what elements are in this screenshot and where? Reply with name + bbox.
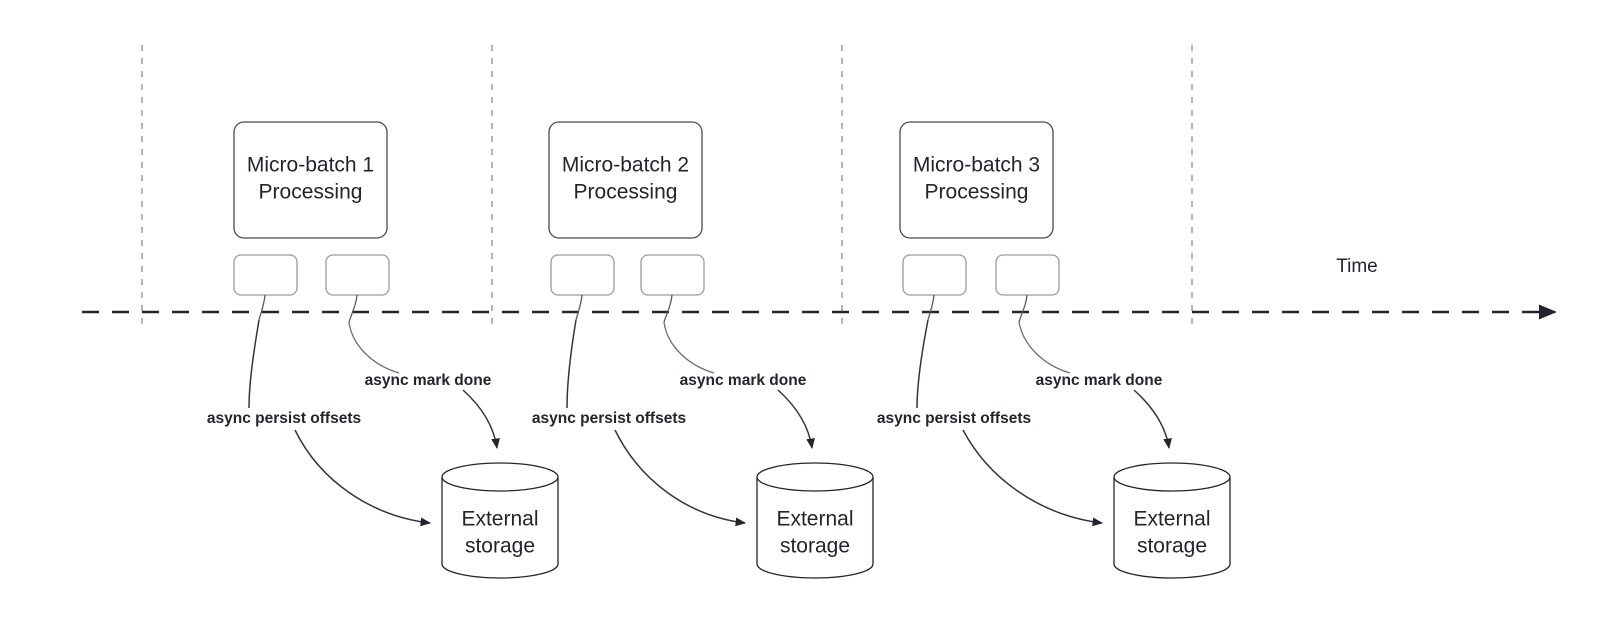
batch-2-mark-done-label: async mark done	[680, 372, 807, 389]
storage-1-label-line2: storage	[465, 535, 535, 558]
batch-group-3: Micro-batch 3 Processing async persist o…	[877, 121, 1231, 579]
batch-1-stub-left	[258, 294, 266, 321]
external-storage-3[interactable]: External storage	[1113, 462, 1231, 579]
batch-1-task-box-right[interactable]	[325, 254, 390, 296]
batch-3-stub-left	[927, 294, 935, 321]
micro-batch-1-box[interactable]	[233, 121, 388, 239]
batch-1-mark-done-label: async mark done	[365, 372, 492, 389]
gridlines	[141, 45, 1193, 330]
batch-3-task-box-right[interactable]	[995, 254, 1060, 296]
batch-2-persist-curve-upper	[566, 319, 577, 409]
batch-2-markdone-curve-lower	[777, 389, 815, 450]
storage-2-top	[756, 462, 874, 492]
batch-2-persist-offsets-label: async persist offsets	[532, 410, 686, 427]
micro-batch-3-box[interactable]	[899, 121, 1054, 239]
storage-3-top	[1113, 462, 1231, 492]
micro-batch-3-label-line1: Micro-batch 3	[913, 154, 1040, 177]
batch-3-stub-right	[1018, 294, 1028, 323]
batch-1-markdone-curve-upper	[348, 321, 400, 374]
batch-3-markdone-curve-upper	[1018, 321, 1071, 374]
batch-1-persist-curve-upper	[248, 319, 260, 409]
storage-3-body	[1113, 477, 1231, 579]
storage-3-label-line2: storage	[1137, 535, 1207, 558]
batch-1-markdone-curve-lower	[462, 389, 500, 450]
batch-2-stub-right	[663, 294, 673, 323]
batch-1-persist-offsets-label: async persist offsets	[207, 410, 361, 427]
storage-1-label-line1: External	[461, 508, 538, 531]
batch-1-persist-curve-lower	[294, 429, 432, 527]
batch-group-1: Micro-batch 1 Processing async persist o…	[207, 121, 559, 579]
micro-batch-2-box[interactable]	[548, 121, 703, 239]
batch-3-persist-curve-upper	[916, 319, 929, 409]
batch-1-stub-right	[348, 294, 358, 323]
storage-1-top	[441, 462, 559, 492]
batch-2-stub-left	[575, 294, 583, 321]
storage-2-label-line1: External	[776, 508, 853, 531]
micro-batch-1-label-line2: Processing	[259, 181, 363, 204]
micro-batch-2-label-line1: Micro-batch 2	[562, 154, 689, 177]
micro-batch-1-label-line1: Micro-batch 1	[247, 154, 374, 177]
batch-1-task-box-left[interactable]	[233, 254, 298, 296]
batch-group-2: Micro-batch 2 Processing async persist o…	[532, 121, 874, 579]
external-storage-2[interactable]: External storage	[756, 462, 874, 579]
batch-3-task-box-left[interactable]	[902, 254, 967, 296]
batch-2-task-box-right[interactable]	[640, 254, 705, 296]
external-storage-1[interactable]: External storage	[441, 462, 559, 579]
batch-2-task-box-left[interactable]	[550, 254, 615, 296]
storage-3-label-line1: External	[1133, 508, 1210, 531]
storage-2-label-line2: storage	[780, 535, 850, 558]
storage-1-body	[441, 477, 559, 579]
batch-2-persist-curve-lower	[614, 429, 747, 527]
batch-2-markdone-curve-upper	[663, 321, 715, 374]
batch-3-mark-done-label: async mark done	[1036, 372, 1163, 389]
micro-batch-3-label-line2: Processing	[925, 181, 1029, 204]
storage-2-body	[756, 477, 874, 579]
micro-batch-2-label-line2: Processing	[574, 181, 678, 204]
batch-3-markdone-curve-lower	[1133, 389, 1172, 450]
time-axis-label: Time	[1336, 256, 1378, 277]
batch-3-persist-offsets-label: async persist offsets	[877, 410, 1031, 427]
batch-3-persist-curve-lower	[962, 429, 1104, 527]
